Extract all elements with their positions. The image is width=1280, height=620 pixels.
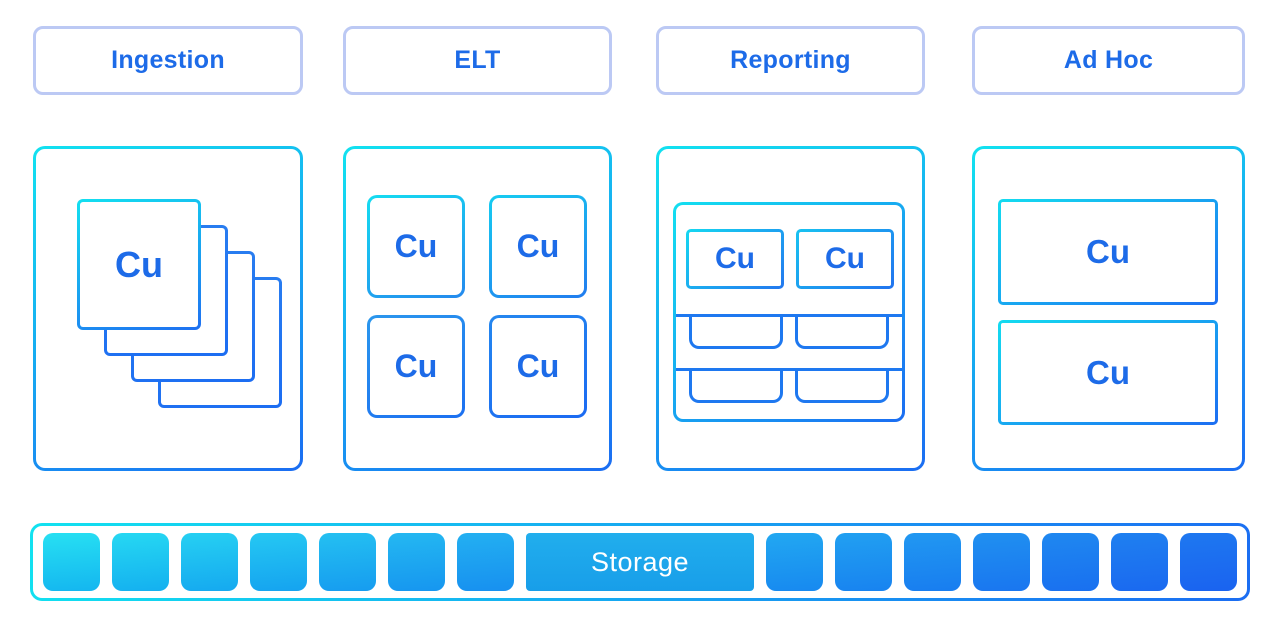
adhoc-compute-box: Cu Cu [972,146,1245,471]
queue-slot [689,317,783,349]
storage-segment [1042,533,1099,591]
elt-compute-box: Cu Cu Cu Cu [343,146,612,471]
compute-unit-card: Cu [367,315,465,418]
storage-segment [112,533,169,591]
compute-unit-card: Cu [489,315,587,418]
queue-shelf [676,314,902,349]
compute-unit-label: Cu [1086,353,1130,391]
compute-unit-label: Cu [825,242,865,275]
storage-segment [181,533,238,591]
storage-segment [835,533,892,591]
compute-unit-card: Cu [998,320,1218,425]
compute-unit-card: Cu [367,195,465,298]
workload-label-elt: ELT [343,26,612,95]
storage-segment [1180,533,1237,591]
queue-slot [689,371,783,403]
storage-segment [457,533,514,591]
workload-label-adhoc: Ad Hoc [972,26,1245,95]
compute-unit-card: Cu [998,199,1218,305]
compute-unit-card: Cu [77,199,201,330]
workload-label-text: ELT [454,46,501,74]
storage-bar: Storage [30,523,1250,601]
storage-segment [1111,533,1168,591]
workload-label-text: Ad Hoc [1063,46,1154,74]
compute-unit-label: Cu [1086,233,1130,270]
storage-segment [43,533,100,591]
storage-segment [904,533,961,591]
compute-unit-label: Cu [516,348,560,384]
storage-segment [973,533,1030,591]
reporting-cu-row: Cu Cu [686,229,894,289]
storage-segment [766,533,823,591]
workload-label-text: Reporting [730,46,851,74]
workload-label-ingestion: Ingestion [33,26,303,95]
workload-label-reporting: Reporting [656,26,925,95]
queue-slot [795,371,889,403]
queue-shelf [676,368,902,403]
ingestion-compute-box: Cu [33,146,303,471]
storage-segment [250,533,307,591]
compute-unit-label: Cu [715,242,755,275]
compute-unit-card: Cu [686,229,784,289]
compute-unit-card: Cu [796,229,894,289]
compute-unit-card: Cu [489,195,587,298]
workload-label-text: Ingestion [111,46,225,74]
compute-unit-label: Cu [394,348,438,384]
reporting-cluster-panel: Cu Cu [673,202,905,422]
storage-label: Storage [526,533,754,591]
storage-segment [388,533,445,591]
reporting-compute-box: Cu Cu [656,146,925,471]
compute-unit-label: Cu [516,228,560,264]
storage-segment [319,533,376,591]
queue-slot [795,317,889,349]
compute-unit-label: Cu [394,228,438,264]
storage-segments-row: Storage [33,526,1247,598]
compute-unit-label: Cu [115,243,163,285]
